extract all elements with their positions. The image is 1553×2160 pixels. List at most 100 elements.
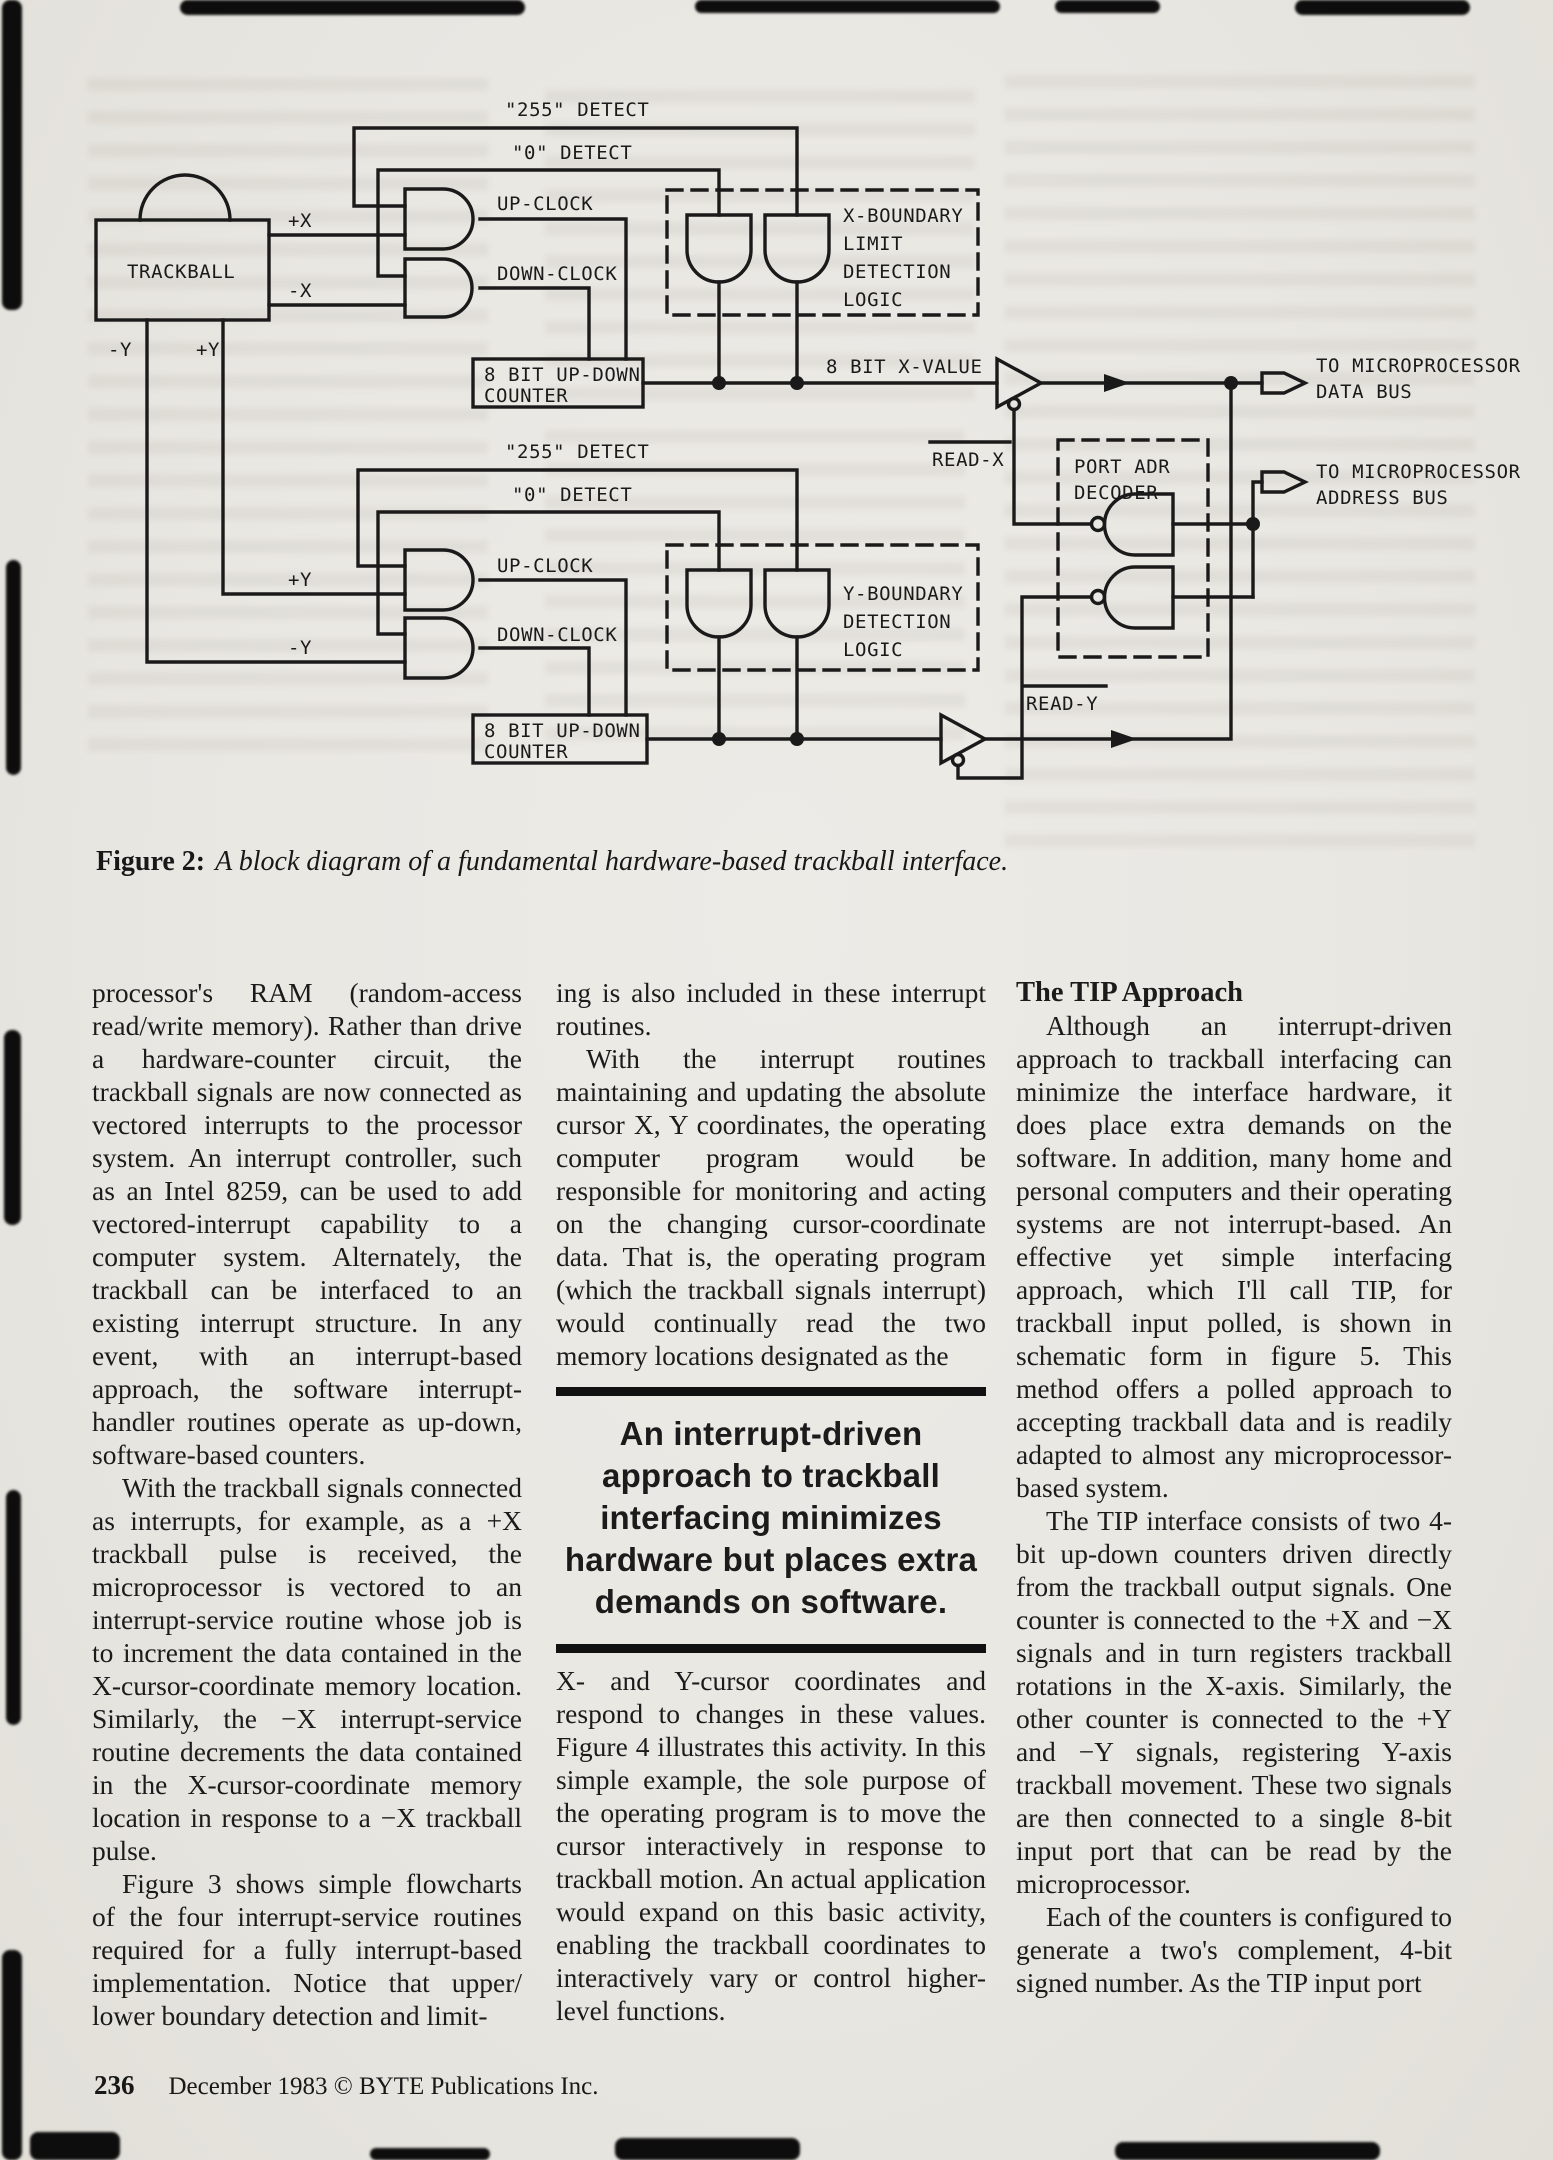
- label-plus-x: +X: [288, 210, 312, 232]
- label-port-adr-2: DECODER: [1074, 482, 1158, 504]
- label-down-clock-y: DOWN-CLOCK: [497, 624, 617, 646]
- figure-caption-text: A block diagram of a fundamental hardwar…: [215, 846, 1009, 877]
- paragraph: Although an interrupt-driven approach to…: [1016, 1010, 1452, 1503]
- wire-y-bus-out: [983, 381, 1233, 741]
- y-boundary-box: [665, 543, 980, 672]
- paragraph: processor's RAM (random-access read/writ…: [92, 977, 522, 1470]
- scan-artifact: [1295, 0, 1470, 15]
- nand-gate-read-y: [1089, 565, 1175, 630]
- label-plus-y: +Y: [288, 569, 312, 591]
- and-gate-x-down: [403, 257, 474, 319]
- label-data-bus-1: TO MICROPROCESSOR: [1316, 355, 1521, 377]
- label-x-boundary-2: LIMIT: [843, 233, 903, 255]
- paragraph: With the interrupt routines maintaining …: [556, 1043, 986, 1371]
- label-minus-y-tb: -Y: [108, 339, 132, 361]
- junction-dot: [1246, 517, 1260, 531]
- paragraph: ing is also included in these interrupt …: [556, 977, 986, 1041]
- label-x-boundary-1: X-BOUNDARY: [843, 205, 963, 227]
- section-heading: The TIP Approach: [1016, 977, 1244, 1008]
- label-data-bus-2: DATA BUS: [1316, 381, 1412, 403]
- and-gate-y-down: [403, 616, 475, 680]
- scan-artifact: [2, 0, 22, 310]
- scan-artifact: [2, 1950, 22, 2160]
- trackball-box: [94, 173, 271, 322]
- label-up-clock-x: UP-CLOCK: [497, 193, 593, 215]
- detect-lines-y: [356, 468, 799, 636]
- label-counter-x-2: COUNTER: [484, 385, 568, 407]
- label-addr-bus-2: ADDRESS BUS: [1316, 487, 1448, 509]
- paragraph: With the trackball signals connected as …: [92, 1472, 522, 1866]
- scan-artifact: [30, 2132, 120, 2160]
- label-counter-y-1: 8 BIT UP-DOWN: [484, 720, 641, 742]
- junction-dot: [712, 732, 726, 746]
- paragraph: X- and Y-cursor coordinates and respond …: [556, 1665, 986, 2026]
- column-left: processor's RAM (random-access read/writ…: [92, 976, 522, 2032]
- label-plus-y-tb: +Y: [196, 339, 220, 361]
- label-0-detect-x: "0" DETECT: [512, 142, 632, 164]
- scan-artifact: [370, 2148, 490, 2160]
- label-port-adr-1: PORT ADR: [1074, 456, 1170, 478]
- wire-minus-y: [145, 318, 407, 664]
- column-right: The TIP Approach Although an interrupt-d…: [1016, 976, 1452, 1999]
- boundary-gate-x-right: [763, 213, 831, 284]
- and-gate-x-up: [403, 187, 475, 251]
- label-counter-x-1: 8 BIT UP-DOWN: [484, 364, 641, 386]
- scan-artifact: [1055, 0, 1160, 13]
- port-adr-decoder-box: [1056, 438, 1210, 659]
- label-down-clock-x: DOWN-CLOCK: [497, 263, 617, 285]
- label-read-x: READ-X: [932, 449, 1004, 471]
- scan-artifact: [4, 1030, 21, 1225]
- label-x-value: 8 BIT X-VALUE: [826, 356, 983, 378]
- label-y-boundary-3: LOGIC: [843, 639, 903, 661]
- arrowhead: [1104, 374, 1130, 392]
- wire-plus-y: [221, 318, 407, 596]
- boundary-gate-y-right: [763, 568, 831, 639]
- scan-artifact: [180, 0, 525, 15]
- page-number: 236: [94, 2070, 135, 2100]
- label-x-boundary-4: LOGIC: [843, 289, 903, 311]
- label-255-detect-y: "255" DETECT: [505, 441, 649, 463]
- x-boundary-box: [665, 188, 980, 317]
- footer-credit: December 1983 © BYTE Publications Inc.: [168, 2073, 599, 2100]
- paragraph: The TIP interface consists of two 4-bit …: [1016, 1505, 1452, 1899]
- wire-up-clock-x: [478, 217, 628, 361]
- paragraph: Each of the counters is configured to ge…: [1016, 1901, 1452, 1998]
- wire-read-y: [956, 595, 1093, 780]
- label-trackball: TRACKBALL: [127, 261, 235, 283]
- label-minus-y: -Y: [288, 637, 312, 659]
- junction-dot: [712, 376, 726, 390]
- figure-caption: Figure 2: A block diagram of a fundamenta…: [96, 846, 1196, 878]
- tristate-buffer-y: [939, 712, 989, 768]
- label-y-boundary-1: Y-BOUNDARY: [843, 583, 963, 605]
- scan-artifact: [1115, 2142, 1380, 2160]
- label-read-y: READ-Y: [1026, 693, 1098, 715]
- arrowhead: [1111, 730, 1137, 748]
- scan-artifact: [695, 0, 1000, 13]
- page-footer: 236 December 1983 © BYTE Publications Inc…: [94, 2070, 599, 2101]
- label-0-detect-y: "0" DETECT: [512, 484, 632, 506]
- address-bus-stem: [1251, 480, 1264, 599]
- paragraph: Figure 3 shows simple flowcharts of the …: [92, 1868, 522, 2031]
- wire-read-x: [1012, 408, 1093, 526]
- nand-gate-read-x: [1089, 492, 1175, 557]
- figure-caption-prefix: Figure 2:: [96, 846, 206, 877]
- tristate-buffer-x: [995, 356, 1045, 412]
- label-counter-y-2: COUNTER: [484, 741, 568, 763]
- and-gate-y-up: [403, 548, 475, 612]
- detect-lines-x: [352, 126, 799, 278]
- figure-2-schematic: "255" DETECT "0" DETECT TRACKBALL +X -X …: [94, 99, 1521, 780]
- wire-down-clock-y: [478, 646, 591, 717]
- label-255-detect-x: "255" DETECT: [505, 99, 649, 121]
- junction-dot: [790, 376, 804, 390]
- wire-down-clock-x: [478, 286, 591, 361]
- label-addr-bus-1: TO MICROPROCESSOR: [1316, 461, 1521, 483]
- boundary-gate-x-left: [685, 213, 753, 284]
- column-middle: ing is also included in these interrupt …: [556, 976, 986, 2027]
- pull-quote: An interrupt-driven approach to trackbal…: [556, 1387, 986, 1653]
- label-minus-x: -X: [288, 280, 312, 302]
- data-bus-arrow-icon: [1260, 371, 1309, 395]
- address-bus-arrow-icon: [1260, 470, 1309, 494]
- boundary-gate-y-left: [685, 568, 753, 639]
- junction-dot: [790, 732, 804, 746]
